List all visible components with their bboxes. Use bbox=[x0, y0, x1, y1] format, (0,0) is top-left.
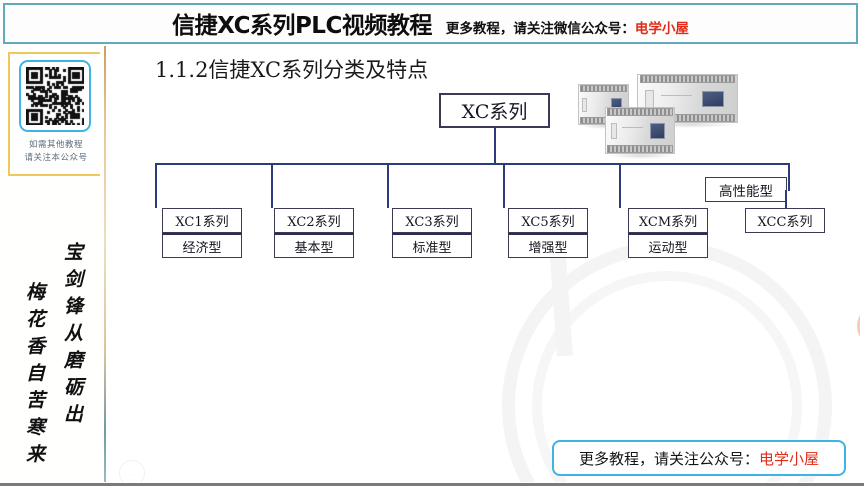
plc-label bbox=[621, 126, 643, 129]
header-subtitle: 更多教程，请关注微信公众号：电学小屋 bbox=[446, 17, 689, 37]
bottom-banner-accent: 电学小屋 bbox=[759, 449, 820, 468]
header-title: 信捷XC系列PLC视频教程 bbox=[172, 12, 432, 39]
diagram-node-xc5-type[interactable]: 增强型 bbox=[508, 233, 588, 258]
diagram-node-xc5-name[interactable]: XC5系列 bbox=[508, 208, 588, 233]
plc-slot bbox=[610, 122, 617, 140]
header-bar: 信捷XC系列PLC视频教程 更多教程，请关注微信公众号：电学小屋 bbox=[3, 3, 858, 44]
diagram-drop-line-4 bbox=[503, 163, 505, 208]
diagram-node-xc2-name[interactable]: XC2系列 bbox=[274, 208, 354, 233]
diagram-drop-line-3 bbox=[387, 163, 389, 208]
plc-slot bbox=[582, 97, 587, 113]
header-subtitle-prefix: 更多教程，请关注微信公众号： bbox=[445, 20, 635, 37]
left-sidebar: 如需其他教程 请关注本公众号 宝剑锋从磨砺出 梅花香自苦寒来 bbox=[4, 46, 105, 482]
plc-module-front bbox=[605, 107, 675, 159]
bottom-banner-prefix: 更多教程，请关注公众号： bbox=[578, 449, 759, 468]
plc-screen bbox=[649, 122, 666, 139]
diagram-node-xc3-name[interactable]: XC3系列 bbox=[392, 208, 472, 233]
qr-caption-line2: 请关注本公众号 bbox=[24, 153, 88, 163]
calligraphy-column-left: 梅花香自苦寒来 bbox=[23, 282, 45, 471]
plc-terminal-top bbox=[579, 84, 628, 92]
plc-terminal-bottom bbox=[607, 145, 673, 154]
frame-bottom-edge bbox=[0, 483, 864, 486]
diagram-node-xc1-name[interactable]: XC1系列 bbox=[162, 208, 242, 233]
diagram-node-high-performance[interactable]: 高性能型 bbox=[705, 177, 787, 202]
qr-code-icon[interactable] bbox=[19, 60, 91, 132]
diagram-bus-line bbox=[155, 163, 790, 165]
plc-label bbox=[661, 94, 692, 97]
diagram-root-node[interactable]: XC系列 bbox=[439, 93, 550, 128]
header-content: 信捷XC系列PLC视频教程 更多教程，请关注微信公众号：电学小屋 bbox=[172, 6, 689, 40]
frame-left-edge bbox=[0, 44, 3, 486]
diagram-drop-line-6 bbox=[788, 163, 790, 191]
plc-screen bbox=[701, 90, 724, 108]
plc-terminal-top bbox=[640, 74, 735, 84]
diagram-trunk-line bbox=[494, 128, 496, 163]
corner-watermark: … bbox=[119, 460, 145, 482]
calligraphy-column-right: 宝剑锋从磨砺出 bbox=[61, 242, 83, 431]
plc-terminal-top bbox=[607, 107, 673, 116]
background-watermark-inner-ring bbox=[532, 271, 802, 482]
diagram-drop-line-xcc bbox=[785, 190, 787, 208]
diagram-node-xcm-name[interactable]: XCM系列 bbox=[628, 208, 708, 233]
diagram-drop-line-5 bbox=[619, 163, 621, 208]
plc-slot bbox=[645, 90, 655, 108]
diagram-drop-line-1 bbox=[155, 163, 157, 208]
qr-caption-line1: 如需其他教程 bbox=[28, 140, 83, 150]
cursor-highlight bbox=[857, 304, 860, 348]
slide-body: … 1.1.2信捷XC系列分类及特点 bbox=[107, 46, 860, 482]
diagram-node-xc3-type[interactable]: 标准型 bbox=[392, 233, 472, 258]
page-title: 1.1.2信捷XC系列分类及特点 bbox=[155, 58, 429, 82]
bottom-banner[interactable]: 更多教程，请关注公众号：电学小屋 bbox=[552, 440, 846, 476]
plc-shadow bbox=[607, 152, 675, 159]
qr-code-image bbox=[26, 67, 84, 125]
diagram-node-xcc[interactable]: XCC系列 bbox=[745, 208, 825, 233]
diagram-node-xc1-type[interactable]: 经济型 bbox=[162, 233, 242, 258]
diagram-node-xc2-type[interactable]: 基本型 bbox=[274, 233, 354, 258]
plc-shadow bbox=[641, 121, 738, 128]
qr-panel: 如需其他教程 请关注本公众号 bbox=[8, 52, 100, 176]
header-subtitle-accent: 电学小屋 bbox=[634, 20, 689, 37]
sidebar-divider bbox=[104, 46, 106, 482]
plc-shadow bbox=[580, 123, 629, 130]
diagram-node-xcm-type[interactable]: 运动型 bbox=[628, 233, 708, 258]
diagram-drop-line-2 bbox=[271, 163, 273, 208]
